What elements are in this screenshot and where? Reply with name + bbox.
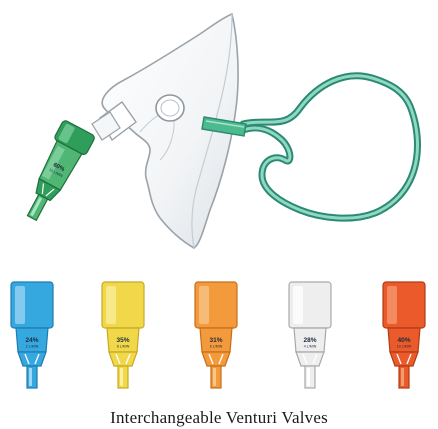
venturi-valve-2: 35% 8 L/MIN <box>102 282 144 388</box>
valve-flow-label: 4 L/MIN <box>304 345 317 349</box>
venturi-valve-3: 31% 6 L/MIN <box>195 282 237 388</box>
venturi-valve-5: 40% 10 L/MIN <box>383 282 425 388</box>
valve-flow-label: 2 L/MIN <box>26 345 39 349</box>
venturi-valve-4: 28% 4 L/MIN <box>289 282 331 388</box>
valve-flow-label: 6 L/MIN <box>210 345 223 349</box>
mounted-venturi-valve: 60% 15 L/MIN <box>16 119 96 226</box>
valve-percent-label: 31% <box>209 337 222 344</box>
oxygen-tubing <box>243 76 417 218</box>
valve-percent-label: 24% <box>25 337 38 344</box>
valve-percent-label: 40% <box>397 337 410 344</box>
venturi-valve-1: 24% 2 L/MIN <box>11 282 53 388</box>
valve-percent-label: 28% <box>303 337 316 344</box>
valve-row: 24% 2 L/MIN 35% 8 L/MIN 31% 6 L/MIN <box>11 282 425 388</box>
caption: Interchangeable Venturi Valves <box>0 408 438 428</box>
valve-flow-label: 10 L/MIN <box>397 345 412 349</box>
valve-flow-label: 8 L/MIN <box>117 345 130 349</box>
valve-percent-label: 35% <box>116 337 129 344</box>
